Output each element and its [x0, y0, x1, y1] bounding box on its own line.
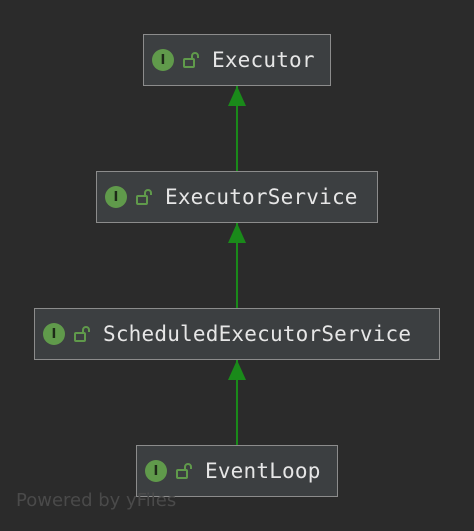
edge-eventloop-to-scheduledexecutorservice	[228, 360, 246, 445]
edge-scheduledexecutorservice-to-executorservice	[228, 223, 246, 308]
unlocked-icon	[74, 326, 90, 342]
interface-badge-icon: I	[152, 49, 174, 71]
node-executor-service[interactable]: I ExecutorService	[96, 171, 378, 223]
interface-badge-icon: I	[105, 186, 127, 208]
watermark: Powered by yFiles	[16, 490, 177, 511]
node-label: ScheduledExecutorService	[103, 322, 412, 346]
node-label: EventLoop	[205, 459, 321, 483]
edge-executorservice-to-executor	[228, 86, 246, 171]
unlocked-icon	[183, 52, 199, 68]
node-label: Executor	[212, 48, 315, 72]
node-executor[interactable]: I Executor	[143, 34, 331, 86]
node-scheduled-executor-service[interactable]: I ScheduledExecutorService	[34, 308, 440, 360]
node-label: ExecutorService	[165, 185, 358, 209]
arrowhead-icon	[228, 86, 246, 106]
unlocked-icon	[176, 463, 192, 479]
arrowhead-icon	[228, 360, 246, 380]
interface-badge-icon: I	[43, 323, 65, 345]
arrowhead-icon	[228, 223, 246, 243]
node-event-loop[interactable]: I EventLoop	[136, 445, 338, 497]
interface-badge-icon: I	[145, 460, 167, 482]
unlocked-icon	[136, 189, 152, 205]
